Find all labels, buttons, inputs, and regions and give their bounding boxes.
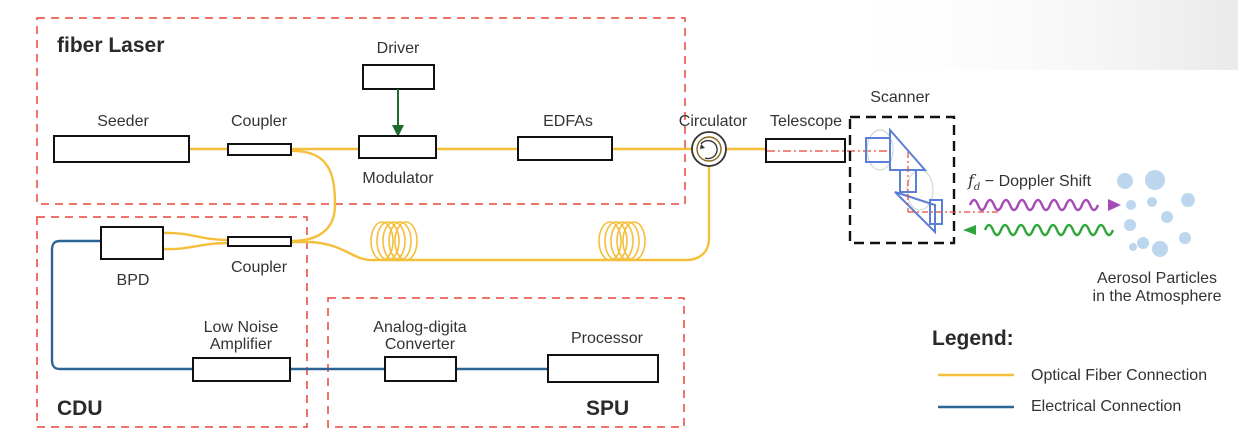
return-wave	[983, 223, 1115, 237]
outgoing-wave-arrowhead	[1108, 199, 1121, 211]
edfas-box	[517, 136, 613, 161]
driver-label: Driver	[377, 40, 420, 57]
coupler-bottom-label: Coupler	[231, 259, 288, 276]
scanner-mirrors	[865, 127, 943, 235]
processor-label: Processor	[571, 330, 644, 347]
scanner-label: Scanner	[870, 89, 930, 106]
doppler-text: − Doppler Shift	[980, 173, 1091, 190]
lna-box	[192, 357, 291, 382]
cdu-label: CDU	[57, 397, 103, 420]
spu-label: SPU	[586, 397, 629, 420]
adc-box	[384, 356, 457, 382]
bpd-box	[100, 226, 164, 260]
fiber-connections	[162, 147, 766, 262]
legend-label-fiber: Optical Fiber Connection	[1031, 367, 1207, 384]
lna-label-line1: Low Noise	[204, 319, 279, 336]
scanner-box	[848, 115, 956, 245]
legend-title: Legend:	[932, 327, 1014, 350]
legend-label-electrical: Electrical Connection	[1031, 398, 1181, 415]
coupler-bottom-box	[227, 236, 292, 247]
background-haze	[820, 0, 1238, 70]
seeder-box	[53, 135, 190, 163]
cdu-group	[36, 216, 308, 428]
modulator-label: Modulator	[362, 170, 434, 187]
fiber-coil-1	[370, 221, 418, 261]
lna-label-line2: Amplifier	[210, 336, 273, 353]
telescope-label: Telescope	[770, 113, 842, 130]
processor-box	[547, 354, 659, 383]
doppler-symbol: f	[967, 171, 977, 190]
bpd-label: BPD	[117, 272, 150, 289]
aerosol-label-line2: in the Atmosphere	[1093, 288, 1222, 305]
seeder-label: Seeder	[97, 113, 149, 130]
spu-group	[327, 297, 685, 428]
fiber-laser-label: fiber Laser	[57, 34, 164, 57]
circulator-icon	[691, 131, 727, 167]
outgoing-wave	[968, 198, 1100, 212]
electrical-connection-bpd-lna	[50, 239, 193, 371]
adc-label-line1: Analog-digita	[373, 319, 467, 336]
return-wave-arrowhead	[963, 225, 976, 235]
fiber-laser-group	[36, 17, 686, 205]
modulator-box	[358, 135, 437, 159]
edfas-label: EDFAs	[543, 113, 593, 130]
doppler-subscript: d	[974, 182, 980, 193]
fiber-coil-2	[598, 221, 646, 261]
coupler-top-label: Coupler	[231, 113, 288, 130]
doppler-label: fd − Doppler Shift	[967, 171, 1092, 193]
coupler-top-box	[227, 143, 292, 156]
aerosol-label-line1: Aerosol Particles	[1097, 270, 1217, 287]
driver-box	[362, 64, 435, 90]
aerosol-particles	[1117, 170, 1195, 257]
adc-label-line2: Converter	[385, 336, 456, 353]
circulator-label: Circulator	[679, 113, 748, 130]
